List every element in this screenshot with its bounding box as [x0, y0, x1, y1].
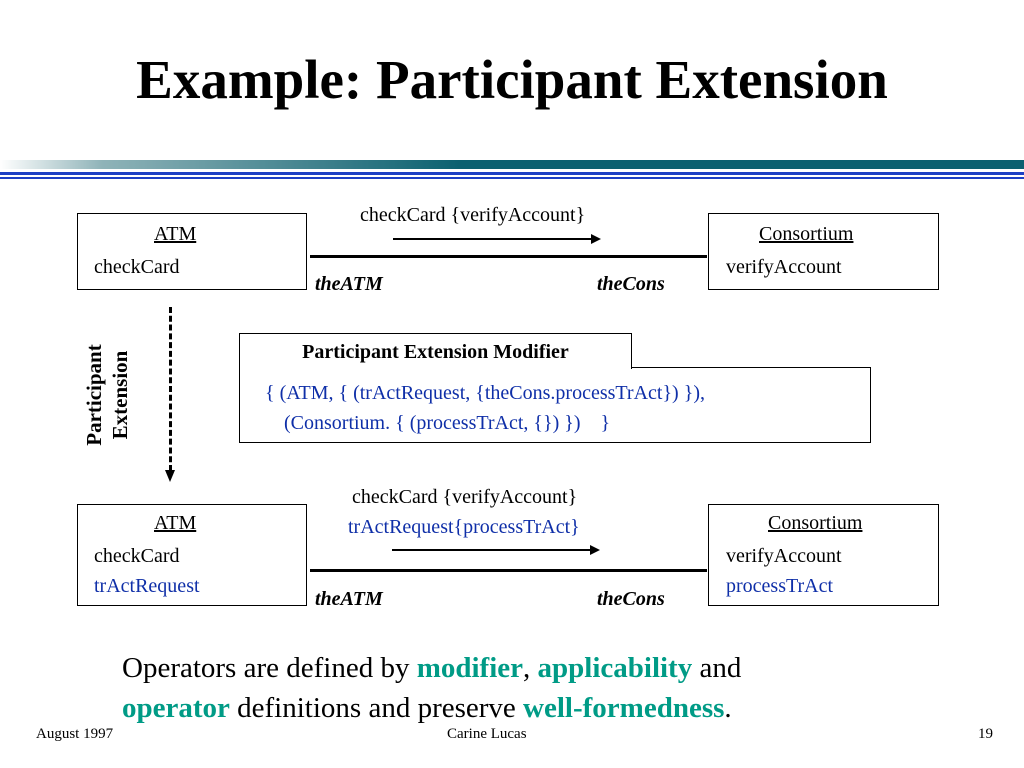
top-message-label: checkCard {verifyAccount} — [360, 204, 586, 226]
bottom-atm-name: ATM — [154, 512, 197, 534]
conclusion-text-part: definitions and preserve — [229, 692, 524, 724]
conclusion-text-part: and — [692, 652, 742, 684]
keyword-well-formedness: well-formedness — [523, 692, 725, 724]
bottom-atm-method-2: trActRequest — [94, 575, 200, 597]
transform-label: Participant Extension — [81, 330, 133, 460]
keyword-modifier: modifier — [416, 652, 524, 684]
footer-author: Carine Lucas — [447, 726, 527, 742]
modifier-line2: (Consortium. { (processTrAct, {}) }) } — [284, 412, 611, 434]
modifier-line1: { (ATM, { (trActRequest, {theCons.proces… — [265, 382, 705, 404]
arrow-head-icon — [590, 545, 600, 555]
bottom-right-role: theCons — [597, 588, 665, 610]
top-atm-box: ATM checkCard — [77, 213, 307, 290]
conclusion-line-2: operator definitions and preserve well-f… — [122, 688, 741, 728]
bottom-consortium-box: Consortium verifyAccount processTrAct — [708, 504, 939, 606]
bottom-message-arrow — [392, 549, 592, 551]
slide-title: Example: Participant Extension — [136, 49, 888, 110]
bottom-consortium-method-2: processTrAct — [726, 575, 834, 597]
top-right-role: theCons — [597, 273, 665, 295]
conclusion-text-part: , — [523, 652, 538, 684]
footer-date: August 1997 — [36, 726, 114, 742]
top-consortium-name: Consortium — [759, 223, 854, 245]
bottom-message-label-2: trActRequest{processTrAct} — [348, 516, 580, 538]
arrow-head-icon — [591, 234, 601, 244]
top-atm-name: ATM — [154, 223, 197, 245]
top-consortium-box: Consortium verifyAccount — [708, 213, 939, 290]
transform-dashed-line — [169, 307, 172, 471]
conclusion-text: Operators are defined by modifier, appli… — [122, 648, 741, 728]
top-message-arrow — [393, 238, 593, 240]
conclusion-line-1: Operators are defined by modifier, appli… — [122, 648, 741, 688]
modifier-title: Participant Extension Modifier — [302, 341, 569, 363]
bottom-atm-box: ATM checkCard trActRequest — [77, 504, 307, 606]
footer-page-number: 19 — [978, 726, 993, 742]
top-left-role: theATM — [315, 273, 383, 295]
transform-label-line2: Extension — [108, 350, 132, 440]
conclusion-text-part: Operators are defined by — [122, 652, 417, 684]
conclusion-text-part: . — [724, 692, 732, 724]
bottom-left-role: theATM — [315, 588, 383, 610]
bottom-consortium-name: Consortium — [768, 512, 863, 534]
top-connector — [310, 255, 707, 258]
bottom-consortium-method-1: verifyAccount — [726, 545, 842, 567]
transform-label-line1: Participant — [82, 344, 106, 446]
arrow-down-icon — [165, 470, 175, 482]
modifier-title-tab: Participant Extension Modifier — [239, 333, 632, 369]
bottom-atm-method-1: checkCard — [94, 545, 180, 567]
top-consortium-method: verifyAccount — [726, 256, 842, 278]
bottom-message-label-1: checkCard {verifyAccount} — [352, 486, 578, 508]
bottom-connector — [310, 569, 707, 572]
top-atm-method: checkCard — [94, 256, 180, 278]
keyword-applicability: applicability — [537, 652, 693, 684]
keyword-operator: operator — [122, 692, 230, 724]
modifier-box: { (ATM, { (trActRequest, {theCons.proces… — [239, 367, 871, 443]
